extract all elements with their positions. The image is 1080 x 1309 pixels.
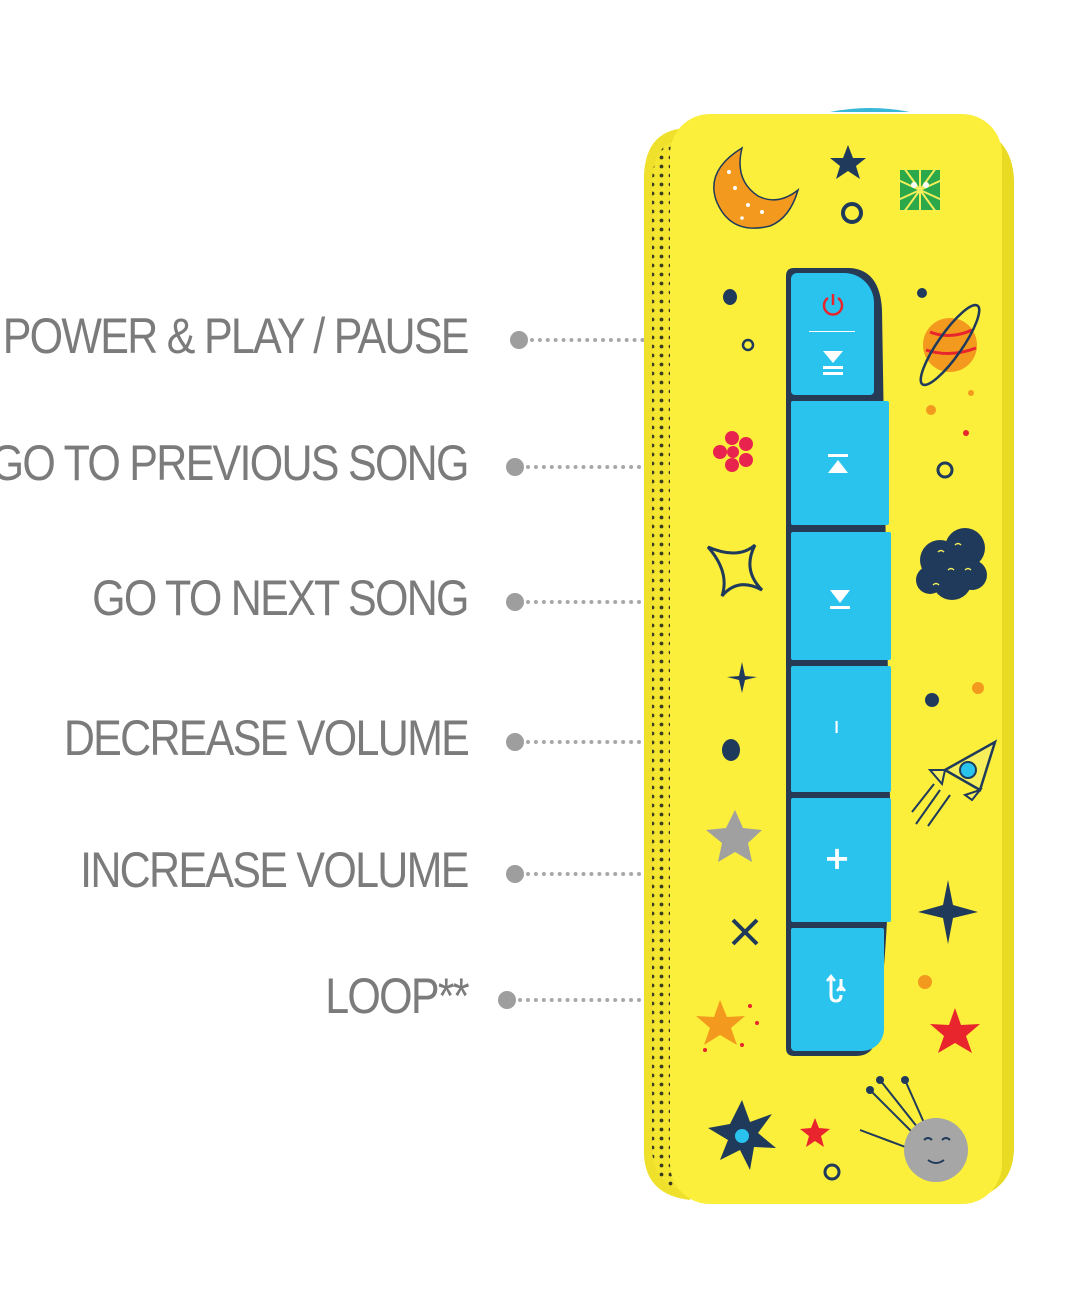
- minus-icon: –: [820, 719, 855, 735]
- outline-star-icon: [706, 543, 764, 598]
- cloud-icon: [916, 528, 987, 600]
- x-star-icon: [731, 918, 759, 946]
- sparkle-icon: [727, 662, 757, 693]
- flower-icon: [713, 431, 753, 472]
- loop-icon: [826, 973, 846, 1003]
- sparkle-icon: [918, 880, 978, 944]
- callout-dot: [506, 593, 524, 611]
- play-pause-icon: [823, 351, 843, 375]
- small-red-star-icon: [800, 1118, 830, 1147]
- power-play-pause-button[interactable]: [791, 273, 874, 395]
- orange-star-icon: [696, 1000, 745, 1045]
- increase-volume-button[interactable]: +: [791, 798, 891, 922]
- power-icon: [822, 294, 844, 316]
- callout-label: GO TO PREVIOUS SONG: [0, 435, 470, 491]
- star-icon: [830, 145, 866, 179]
- rocket-icon: [911, 739, 998, 827]
- callout-dot: [506, 733, 524, 751]
- callout-label: INCREASE VOLUME: [80, 842, 469, 898]
- leaf-creature-icon: [897, 167, 943, 213]
- next-song-button[interactable]: [791, 532, 891, 660]
- callout-label: GO TO NEXT SONG: [92, 570, 469, 626]
- callout-label: DECREASE VOLUME: [63, 710, 470, 766]
- decorations: [696, 145, 998, 1182]
- button-divider: [809, 331, 855, 332]
- decrease-volume-button[interactable]: –: [791, 666, 891, 792]
- red-star-icon: [930, 1008, 980, 1053]
- planet-icon: [919, 303, 981, 387]
- smiling-planet-icon: [859, 1076, 968, 1182]
- callout-label: POWER & PLAY / PAUSE: [2, 308, 470, 364]
- plus-icon: +: [823, 839, 851, 877]
- control-buttons: – +: [786, 268, 892, 1056]
- callout-dot: [510, 331, 528, 349]
- callout-dot: [506, 865, 524, 883]
- callout-dot: [506, 458, 524, 476]
- next-track-icon: [830, 590, 850, 609]
- previous-track-icon: [828, 454, 848, 473]
- callout-label: LOOP**: [325, 968, 469, 1024]
- gray-star-icon: [706, 810, 762, 862]
- callout-dot: [498, 991, 516, 1009]
- loop-button[interactable]: [791, 928, 884, 1051]
- previous-song-button[interactable]: [791, 401, 889, 525]
- moon-icon: [713, 146, 800, 229]
